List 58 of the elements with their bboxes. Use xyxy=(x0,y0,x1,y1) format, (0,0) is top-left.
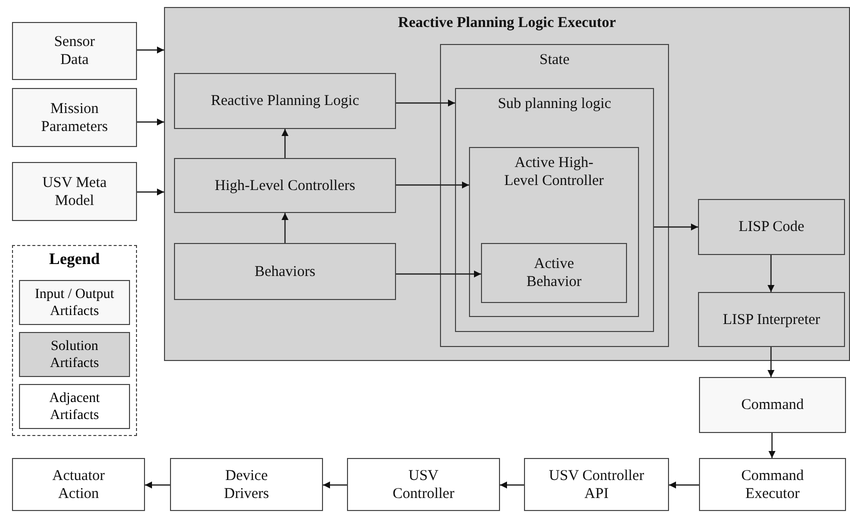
arrow xyxy=(654,224,698,230)
node-label: LISP Code xyxy=(738,218,806,236)
node-label: Reactive Planning Logic xyxy=(210,92,360,110)
node-label: Device Drivers xyxy=(223,466,270,502)
process-box xyxy=(698,199,845,255)
arrow xyxy=(768,347,774,377)
arrow xyxy=(137,188,164,196)
arrow xyxy=(669,482,699,488)
arrow xyxy=(323,482,347,488)
node-label: USV Controller xyxy=(392,466,456,502)
arrow xyxy=(500,482,524,488)
process-box xyxy=(698,292,845,347)
arrow xyxy=(145,482,170,488)
process-box xyxy=(699,377,846,433)
node-label: Mission Parameters xyxy=(40,100,109,136)
arrow xyxy=(396,270,481,278)
process-box xyxy=(174,73,396,129)
process-box xyxy=(12,22,137,80)
node-label: USV Controller API xyxy=(548,466,646,502)
node-label: USV Meta Model xyxy=(41,174,108,210)
process-box xyxy=(699,458,846,511)
process-box xyxy=(12,162,137,221)
arrow xyxy=(396,182,469,188)
node-label: Command xyxy=(740,396,805,414)
process-box xyxy=(347,458,500,511)
node-label: LISP Interpreter xyxy=(722,310,822,328)
arrow xyxy=(768,255,774,292)
process-box xyxy=(12,458,145,511)
process-box xyxy=(174,243,396,300)
arrow xyxy=(396,100,455,106)
process-box xyxy=(12,88,137,147)
node-label: Sensor Data xyxy=(53,33,96,69)
node-label: Command Executor xyxy=(740,466,805,502)
legend-heading: Legend xyxy=(48,251,101,269)
node-label: Sub planning logic xyxy=(496,95,612,113)
container-box xyxy=(469,147,639,317)
node-label: Reactive Planning Logic Executor xyxy=(397,14,617,32)
process-box xyxy=(170,458,323,511)
legend-swatch: Input / Output Artifacts xyxy=(19,280,130,325)
legend-swatch: Adjacent Artifacts xyxy=(19,384,130,429)
arrow xyxy=(137,118,164,126)
node-label: High-Level Controllers xyxy=(214,176,356,194)
node-label: Actuator Action xyxy=(51,466,106,502)
container-box xyxy=(440,44,669,347)
node-label: Active High-Level Controller xyxy=(503,154,605,190)
arrow xyxy=(768,433,776,458)
process-box xyxy=(524,458,669,511)
container-box xyxy=(164,7,850,361)
container-box xyxy=(455,88,654,332)
legend-swatch: Solution Artifacts xyxy=(19,332,130,377)
process-box xyxy=(174,158,396,213)
node-label: Active Behavior xyxy=(526,255,582,291)
arrow xyxy=(282,213,288,243)
arrow xyxy=(137,46,164,54)
process-box xyxy=(481,243,627,303)
node-label: State xyxy=(538,51,570,69)
node-label: Behaviors xyxy=(254,262,316,280)
arrow xyxy=(282,129,288,158)
